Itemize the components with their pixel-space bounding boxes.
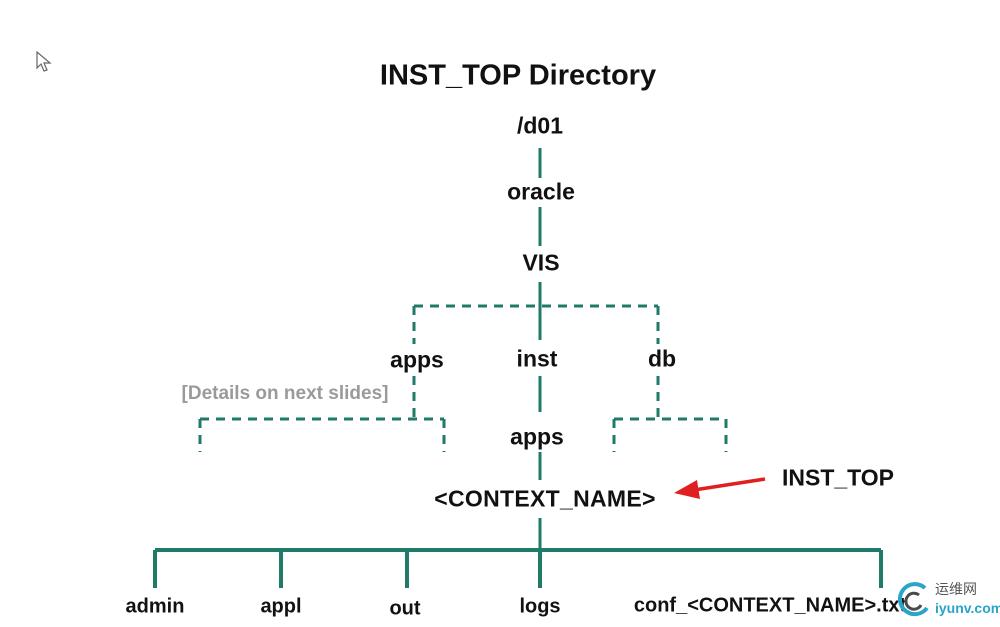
- callout-inst-top: INST_TOP: [781, 464, 895, 491]
- node-d01: /d01: [516, 112, 564, 139]
- watermark-logo-icon: [897, 582, 929, 617]
- callout-arrow: [674, 477, 766, 499]
- diagram-title: INST_TOP Directory: [379, 59, 657, 92]
- details-note: [Details on next slides]: [181, 383, 389, 404]
- watermark: 运维网 iyunv.com: [895, 576, 1000, 624]
- watermark-top-text: 运维网: [935, 582, 977, 598]
- node-vis: VIS: [522, 249, 560, 276]
- leaf-logs: logs: [519, 595, 561, 618]
- watermark-bottom-text: iyunv.com: [935, 600, 1000, 616]
- node-oracle: oracle: [507, 178, 575, 205]
- leaf-admin: admin: [125, 595, 185, 618]
- leaf-conf-context: conf_<CONTEXT_NAME>.txt: [633, 594, 907, 617]
- node-inst: inst: [516, 345, 558, 372]
- leaf-out: out: [389, 597, 421, 620]
- mouse-pointer-icon: [36, 51, 52, 72]
- node-context-name: <CONTEXT_NAME>: [434, 485, 656, 512]
- leaf-appl: appl: [260, 595, 302, 618]
- node-db: db: [647, 345, 677, 372]
- node-inst-apps: apps: [510, 423, 564, 450]
- node-apps: apps: [390, 346, 444, 373]
